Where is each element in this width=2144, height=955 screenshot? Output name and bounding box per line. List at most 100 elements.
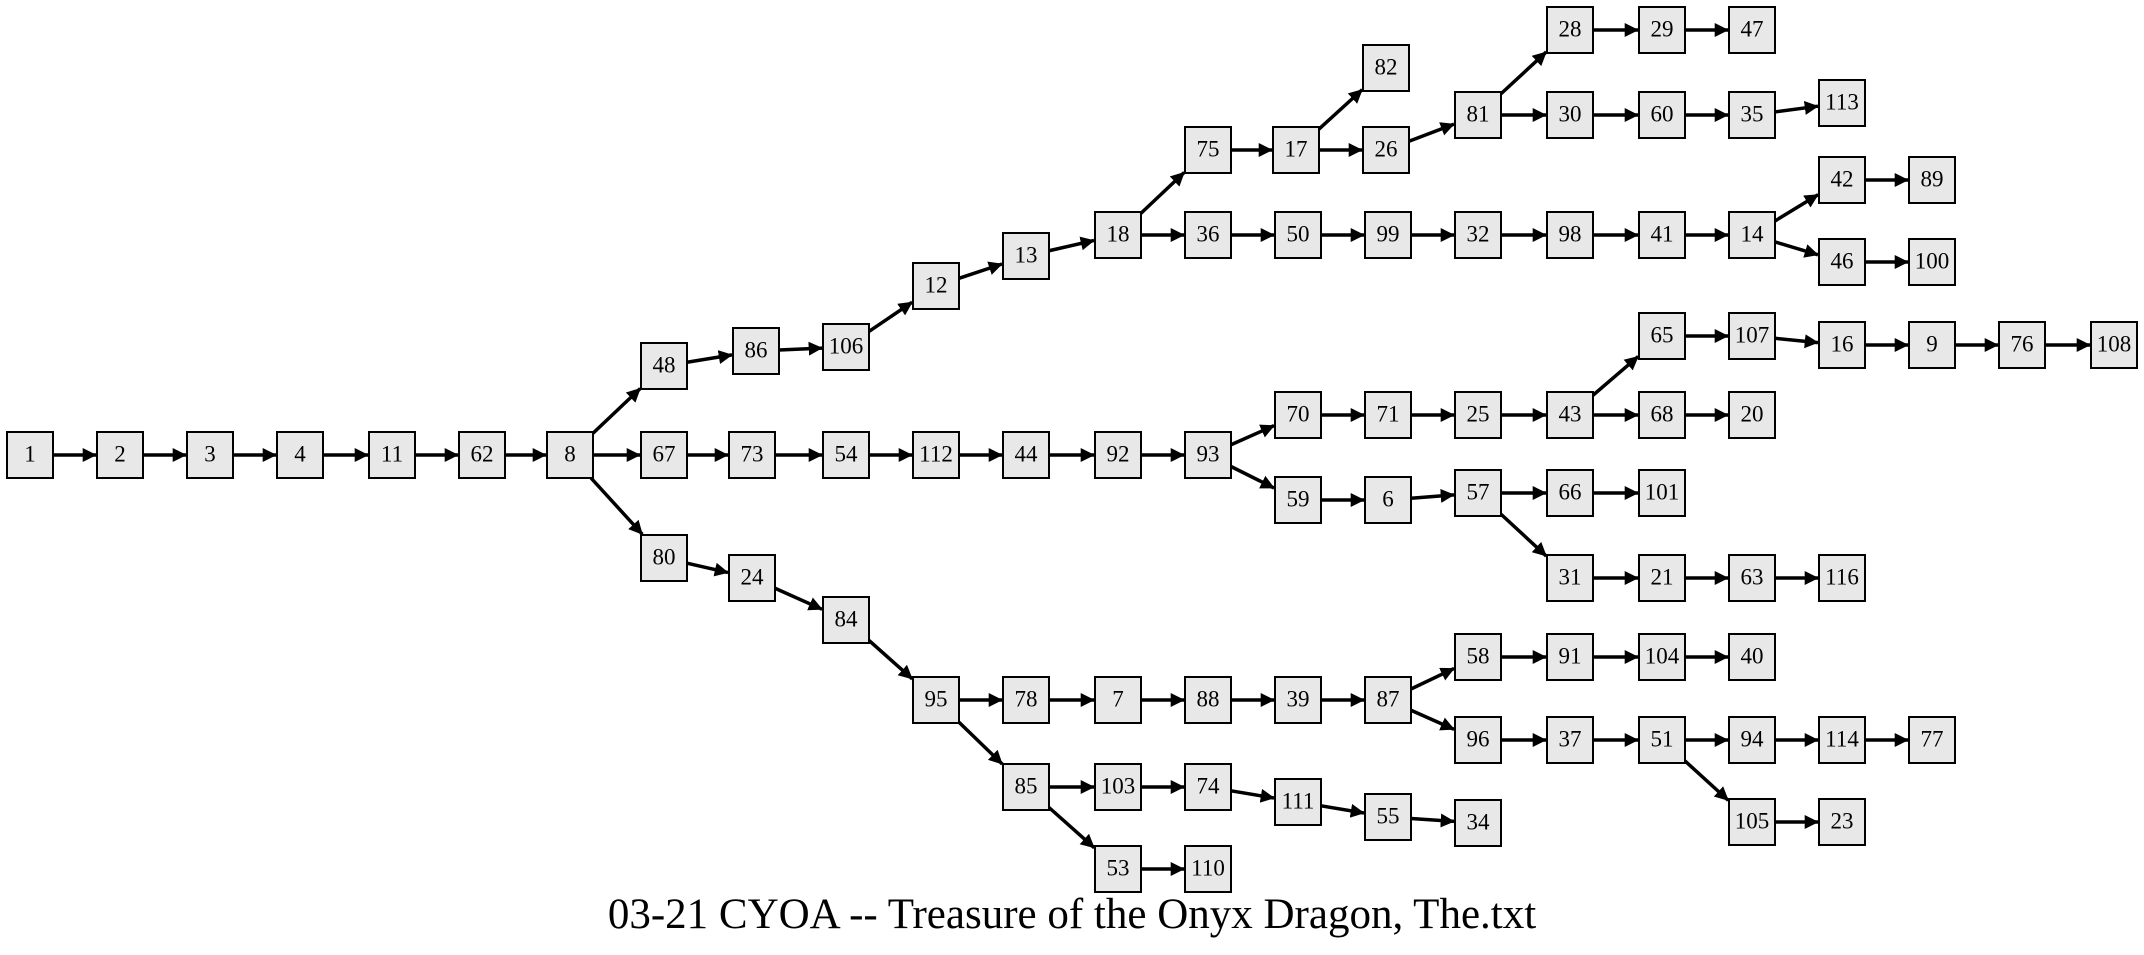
node-23: 23 — [1818, 798, 1866, 846]
node-80: 80 — [640, 534, 688, 582]
node-box — [1364, 211, 1412, 259]
node-35: 35 — [1728, 91, 1776, 139]
node-label: 46 — [1831, 248, 1854, 273]
edge-43-65 — [1591, 355, 1640, 397]
node-label: 71 — [1377, 401, 1400, 426]
node-26: 26 — [1362, 126, 1410, 174]
edge-87-96 — [1410, 708, 1455, 731]
node-116: 116 — [1818, 554, 1866, 602]
node-label: 44 — [1015, 441, 1039, 466]
node-label: 112 — [919, 441, 953, 466]
node-label: 14 — [1741, 221, 1765, 246]
node-box — [1454, 633, 1502, 681]
node-box — [1546, 91, 1594, 139]
node-box — [1454, 391, 1502, 439]
node-box — [1908, 238, 1956, 286]
node-box — [1546, 211, 1594, 259]
node-7: 7 — [1094, 676, 1142, 724]
node-box — [822, 323, 870, 371]
node-107: 107 — [1728, 312, 1776, 360]
node-label: 23 — [1831, 808, 1854, 833]
node-box — [1818, 554, 1866, 602]
edge-12-13 — [958, 261, 1003, 280]
node-8: 8 — [546, 431, 594, 479]
node-box — [1638, 6, 1686, 54]
node-box — [1094, 676, 1142, 724]
node-box — [1454, 211, 1502, 259]
node-box — [912, 262, 960, 310]
node-box — [822, 431, 870, 479]
node-label: 31 — [1559, 564, 1582, 589]
node-box — [6, 431, 54, 479]
node-box — [728, 554, 776, 602]
node-label: 13 — [1015, 242, 1038, 267]
node-label: 12 — [925, 272, 948, 297]
edge-24-84 — [774, 586, 823, 611]
edge-81-28 — [1499, 50, 1548, 96]
node-label: 95 — [925, 686, 948, 711]
node-box — [1546, 6, 1594, 54]
edge-26-81 — [1408, 122, 1455, 143]
node-1: 1 — [6, 431, 54, 479]
node-box — [1728, 798, 1776, 846]
node-label: 24 — [741, 564, 765, 589]
node-box — [1094, 211, 1142, 259]
node-89: 89 — [1908, 156, 1956, 204]
node-3: 3 — [186, 431, 234, 479]
node-label: 35 — [1741, 101, 1764, 126]
node-label: 96 — [1467, 726, 1490, 751]
node-label: 65 — [1651, 322, 1674, 347]
node-label: 42 — [1831, 166, 1854, 191]
node-box — [1998, 321, 2046, 369]
edge-84-95 — [867, 639, 914, 681]
node-label: 39 — [1287, 686, 1310, 711]
node-75: 75 — [1184, 126, 1232, 174]
node-box — [1362, 126, 1410, 174]
node-label: 81 — [1467, 101, 1490, 126]
node-label: 113 — [1825, 89, 1859, 114]
node-box — [1546, 554, 1594, 602]
node-box — [912, 676, 960, 724]
node-label: 29 — [1651, 16, 1674, 41]
node-70: 70 — [1274, 391, 1322, 439]
edge-95-85 — [957, 720, 1004, 766]
node-box — [1638, 716, 1686, 764]
node-label: 9 — [1926, 331, 1938, 356]
node-4: 4 — [276, 431, 324, 479]
node-54: 54 — [822, 431, 870, 479]
node-37: 37 — [1546, 716, 1594, 764]
node-box — [1818, 79, 1866, 127]
node-21: 21 — [1638, 554, 1686, 602]
node-box — [732, 327, 780, 375]
node-31: 31 — [1546, 554, 1594, 602]
node-box — [728, 431, 776, 479]
node-24: 24 — [728, 554, 776, 602]
node-58: 58 — [1454, 633, 1502, 681]
node-label: 88 — [1197, 686, 1220, 711]
node-93: 93 — [1184, 431, 1232, 479]
node-51: 51 — [1638, 716, 1686, 764]
node-label: 1 — [24, 441, 36, 466]
node-label: 85 — [1015, 773, 1038, 798]
node-label: 82 — [1375, 54, 1398, 79]
node-77: 77 — [1908, 716, 1956, 764]
node-88: 88 — [1184, 676, 1232, 724]
node-60: 60 — [1638, 91, 1686, 139]
node-label: 28 — [1559, 16, 1582, 41]
node-label: 92 — [1107, 441, 1130, 466]
node-label: 63 — [1741, 564, 1764, 589]
node-96: 96 — [1454, 716, 1502, 764]
edge-107-16 — [1774, 334, 1819, 349]
node-label: 78 — [1015, 686, 1038, 711]
edge-8-48 — [591, 387, 642, 435]
node-label: 86 — [745, 337, 768, 362]
node-box — [1818, 716, 1866, 764]
node-box — [1638, 211, 1686, 259]
node-55: 55 — [1364, 793, 1412, 841]
node-label: 106 — [829, 333, 864, 358]
node-box — [1184, 126, 1232, 174]
node-105: 105 — [1728, 798, 1776, 846]
node-label: 8 — [564, 441, 576, 466]
node-11: 11 — [368, 431, 416, 479]
node-label: 101 — [1645, 479, 1680, 504]
